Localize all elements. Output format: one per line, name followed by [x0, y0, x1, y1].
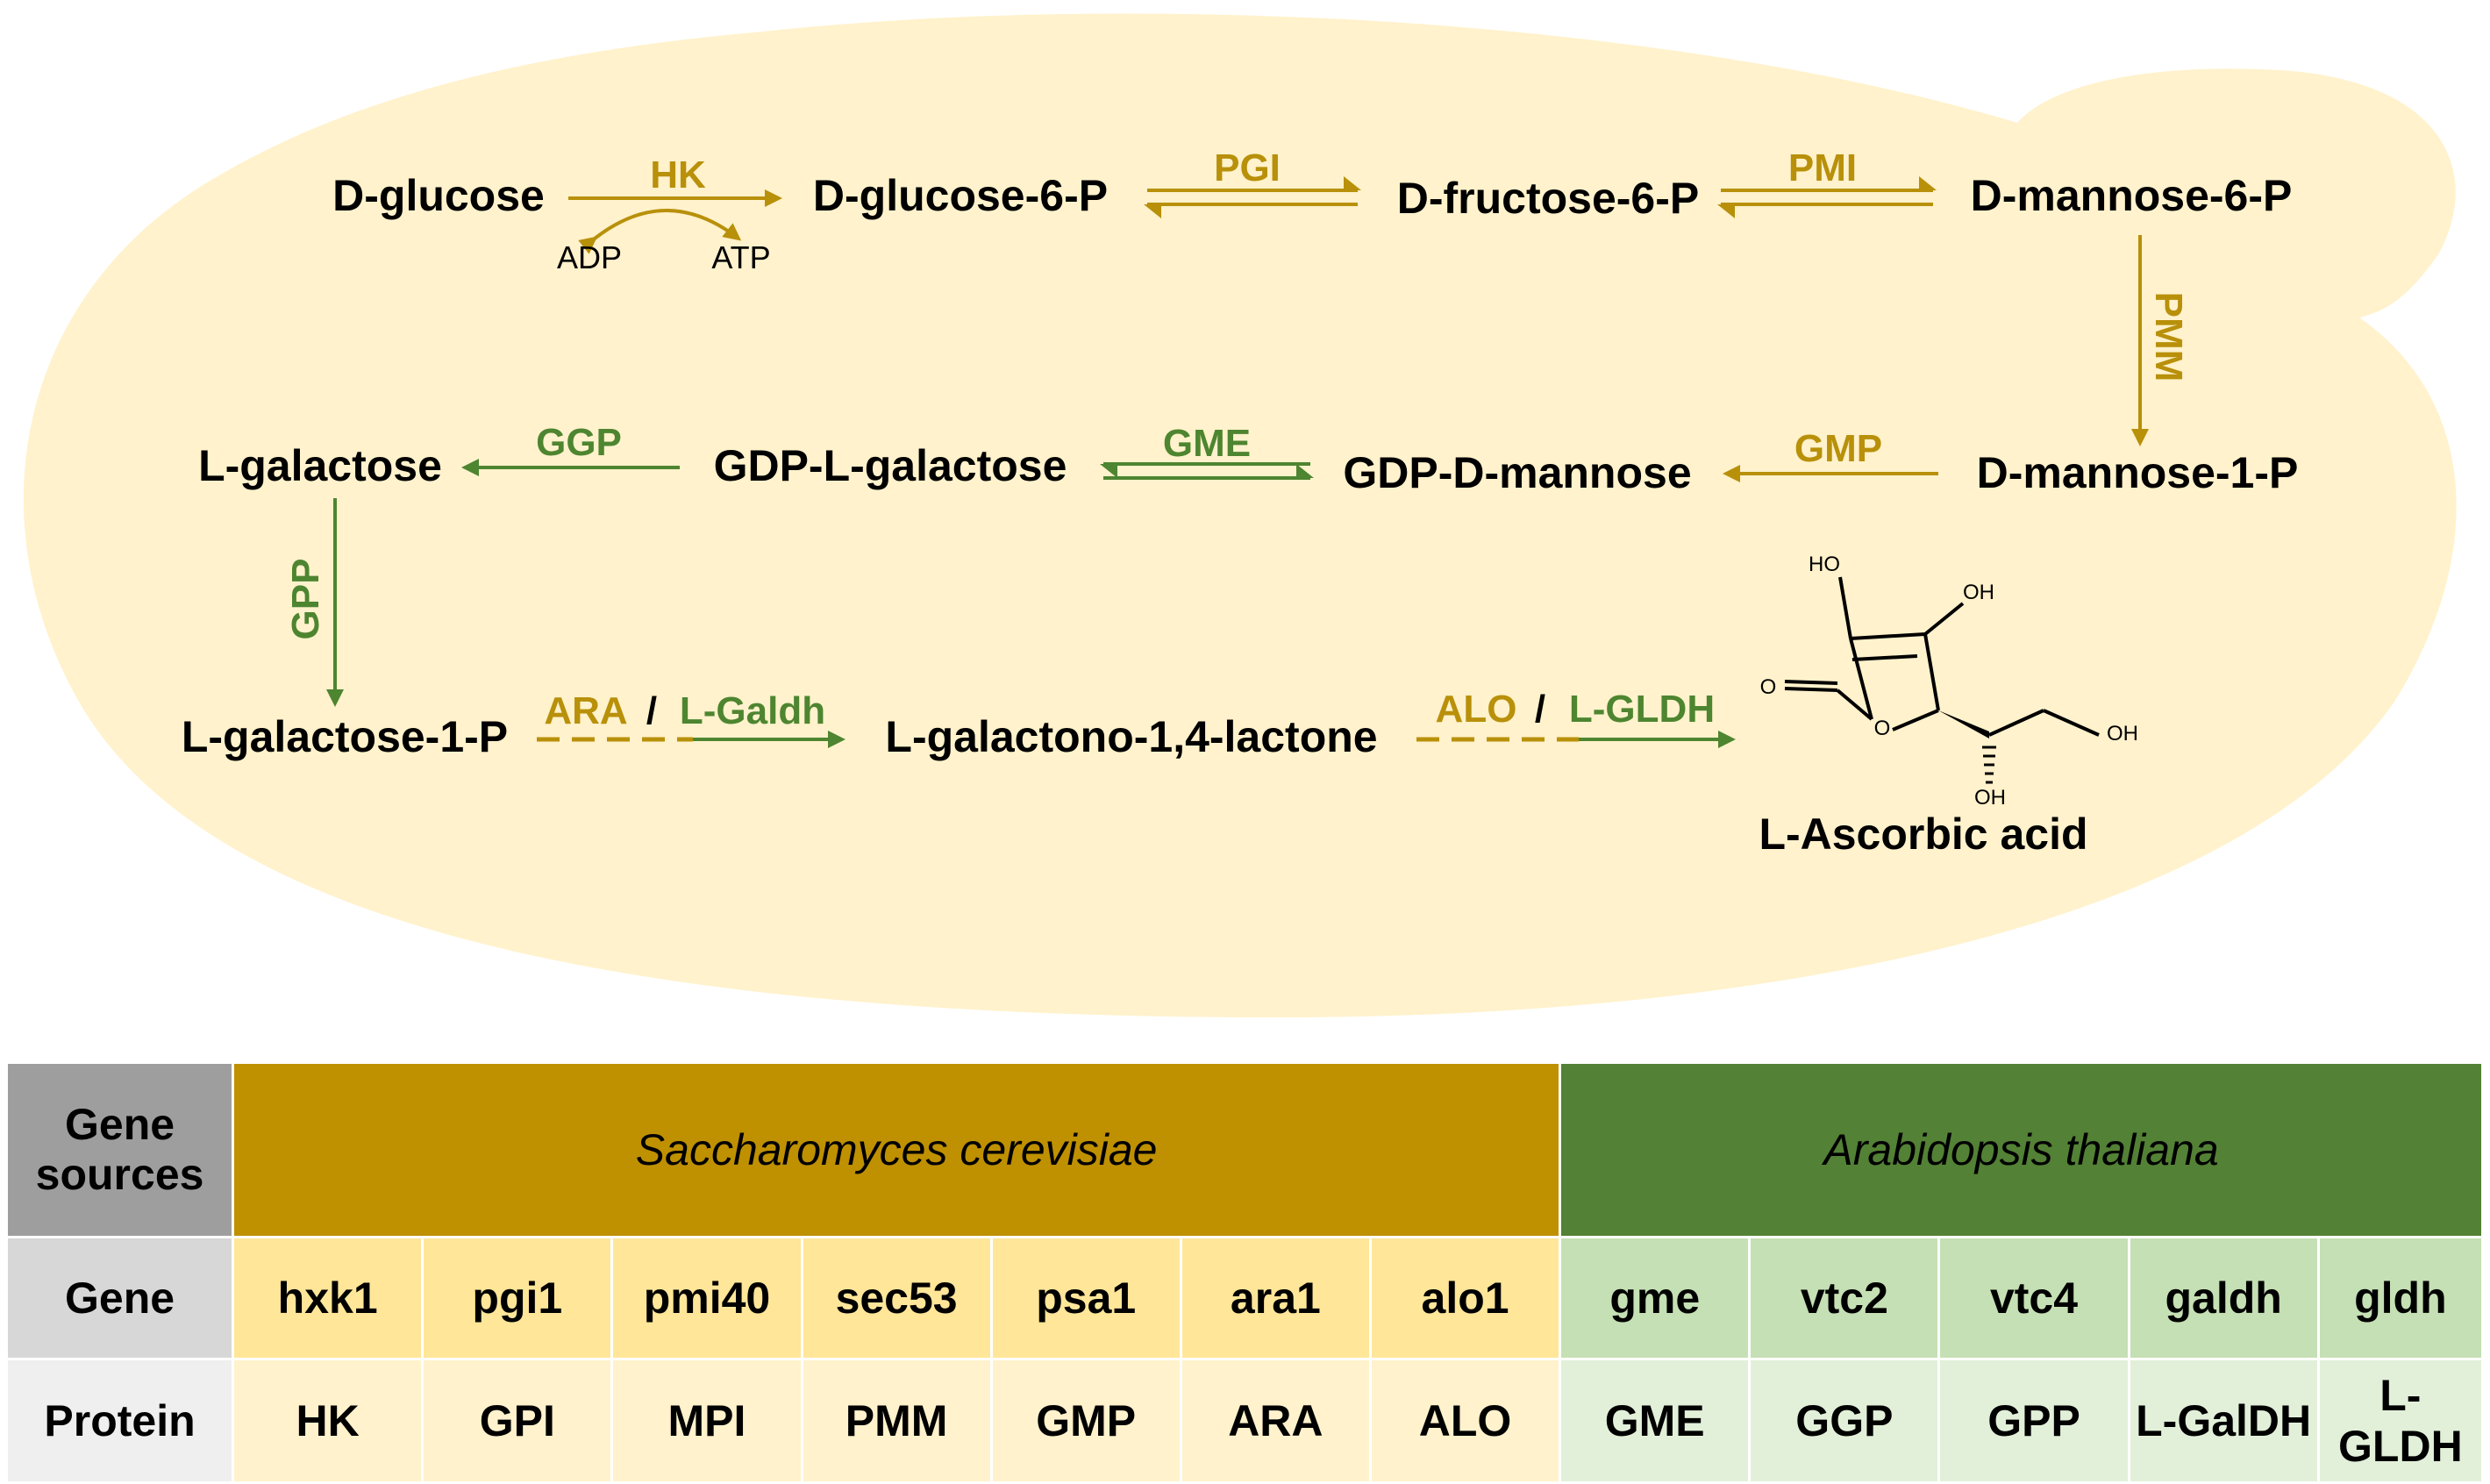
- atom-o-ring: O: [1874, 717, 1891, 740]
- enzyme-ara: ARA: [544, 689, 627, 732]
- enzyme-alo: ALO: [1436, 688, 1517, 731]
- protein-cell: HK: [232, 1358, 425, 1484]
- metabolite-l-ascorbic-acid: L-Ascorbic acid: [1759, 810, 2087, 859]
- enzyme-l-galdh-step: L-Galdh: [680, 689, 825, 732]
- enzyme-l-gldh-step: L-GLDH: [1569, 688, 1715, 731]
- enzyme-separator-2: /: [1535, 688, 1545, 731]
- enzyme-hk: HK: [650, 153, 706, 196]
- yeast-cell-shape: [23, 13, 2457, 1017]
- header-gene-sources-line2: sources: [35, 1150, 204, 1199]
- protein-cell: GPP: [1937, 1358, 2130, 1484]
- header-gene: Gene: [4, 1236, 235, 1360]
- enzyme-pmm: PMM: [2147, 292, 2190, 382]
- source-saccharomyces: Saccharomyces cerevisiae: [232, 1061, 1562, 1238]
- metabolite-d-mannose-6-p: D-mannose-6-P: [1971, 171, 2293, 220]
- atom-oh-top: OH: [1963, 581, 1994, 604]
- atom-oh-side: OH: [2107, 722, 2138, 746]
- enzyme-pmi: PMI: [1788, 146, 1857, 189]
- gene-cell: alo1: [1368, 1236, 1562, 1360]
- cofactor-adp: ADP: [557, 239, 622, 275]
- metabolite-d-glucose-6-p: D-glucose-6-P: [813, 171, 1108, 220]
- ascorbic-acid-structure: [1784, 576, 2100, 784]
- metabolite-l-galactose: L-galactose: [198, 441, 442, 490]
- metabolite-d-fructose-6-p: D-fructose-6-P: [1397, 174, 1699, 223]
- gene-cell: pmi40: [610, 1236, 803, 1360]
- enzyme-gmp: GMP: [1794, 427, 1882, 470]
- metabolite-gdp-d-mannose: GDP-D-mannose: [1343, 448, 1691, 497]
- protein-cell: PMM: [800, 1358, 993, 1484]
- atom-oh-down: OH: [1974, 786, 2006, 810]
- metabolite-l-galactono-lactone: L-galactono-1,4-lactone: [885, 712, 1377, 761]
- protein-cell: GGP: [1748, 1358, 1941, 1484]
- metabolite-gdp-l-galactose: GDP-L-galactose: [714, 441, 1067, 490]
- gene-cell: vtc4: [1937, 1236, 2130, 1360]
- protein-cell: GME: [1559, 1358, 1752, 1484]
- gene-cell: galdh: [2127, 1236, 2320, 1360]
- metabolite-d-mannose-1-p: D-mannose-1-P: [1977, 448, 2299, 497]
- protein-cell: L-GLDH: [2316, 1358, 2485, 1484]
- gene-cell: hxk1: [232, 1236, 425, 1360]
- atom-o-carbonyl: O: [1760, 675, 1777, 699]
- enzyme-gpp: GPP: [284, 559, 327, 640]
- gene-cell: vtc2: [1748, 1236, 1941, 1360]
- gene-cell: psa1: [989, 1236, 1182, 1360]
- arrow-adp-atp: [578, 209, 742, 254]
- protein-cell: ALO: [1368, 1358, 1562, 1484]
- enzyme-gme: GME: [1163, 422, 1251, 465]
- protein-cell: MPI: [610, 1358, 803, 1484]
- header-gene-sources-line1: Gene: [65, 1099, 175, 1149]
- gene-cell: sec53: [800, 1236, 993, 1360]
- gene-cell: pgi1: [421, 1236, 614, 1360]
- metabolite-l-galactose-1-p: L-galactose-1-P: [182, 712, 508, 761]
- enzyme-ggp: GGP: [536, 421, 622, 464]
- protein-cell: GPI: [421, 1358, 614, 1484]
- enzyme-pgi: PGI: [1214, 146, 1281, 189]
- cofactor-atp: ATP: [711, 239, 770, 275]
- gene-cell: gme: [1559, 1236, 1752, 1360]
- enzyme-separator-1: /: [646, 689, 657, 732]
- header-protein: Protein: [4, 1358, 235, 1484]
- protein-cell: L-GalDH: [2127, 1358, 2320, 1484]
- gene-cell: ara1: [1179, 1236, 1372, 1360]
- protein-cell: ARA: [1179, 1358, 1372, 1484]
- gene-cell: gldh: [2316, 1236, 2485, 1360]
- source-arabidopsis: Arabidopsis thaliana: [1559, 1061, 2484, 1238]
- protein-cell: GMP: [989, 1358, 1182, 1484]
- atom-ho-top: HO: [1809, 553, 1840, 576]
- metabolite-d-glucose: D-glucose: [332, 171, 545, 220]
